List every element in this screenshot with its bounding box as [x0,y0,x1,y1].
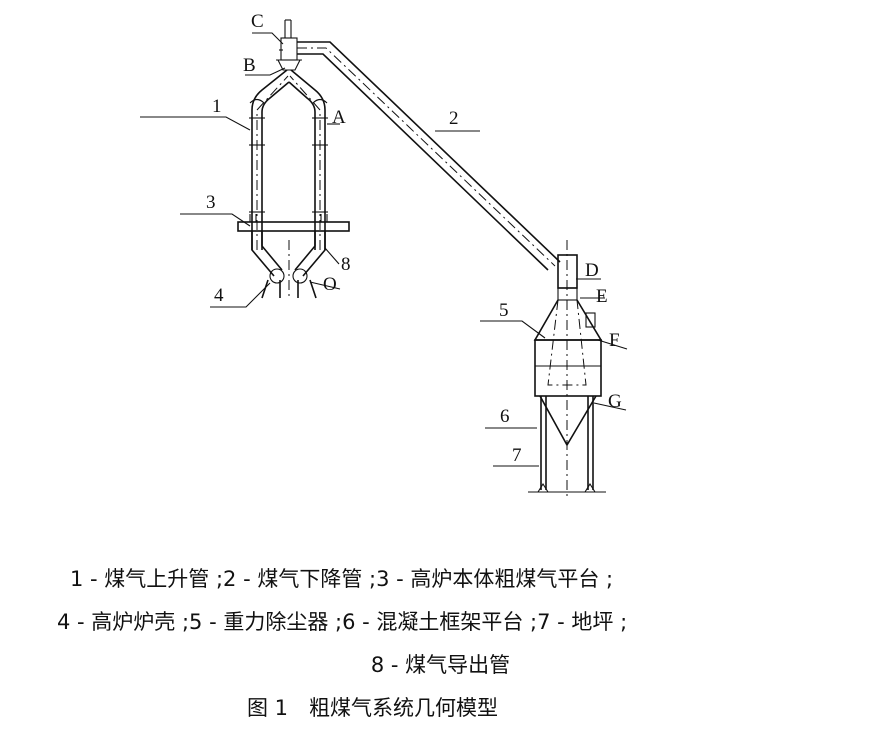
leader-lines [140,32,628,467]
uptake-pipe-left-inner [261,81,290,250]
label-5: 5 [499,300,509,321]
uptake-centerline-right [289,75,321,250]
label-4: 4 [214,285,224,306]
downcomer-pipe-upper [297,41,561,263]
label-G: G [608,391,622,412]
ground [528,482,606,493]
label-1: 1 [212,96,222,117]
platform-supports [249,214,328,222]
furnace-platform [237,221,350,232]
offtake-pipe-right [294,231,326,277]
offtake-joint-left [269,268,285,284]
dust-catcher [533,240,603,500]
label-7: 7 [512,445,522,466]
uptake-pipe-right-inner [288,81,316,250]
figure-caption: 图 1 粗煤气系统几何模型 [247,696,499,720]
offtake-joint-right [292,268,308,284]
label-6: 6 [500,406,510,427]
label-2: 2 [449,108,459,129]
uptake-centerline-left [256,75,289,250]
downcomer-pipe-lower [297,53,549,271]
uptake-flanges [249,98,328,213]
label-E: E [596,286,608,307]
concrete-frame [540,396,594,490]
label-A: A [332,107,346,128]
top-junction [276,19,302,71]
offtake-pipe-left [251,231,283,277]
label-8: 8 [341,254,351,275]
label-F: F [609,330,620,351]
legend-line-2: 4 - 高炉炉壳 ;5 - 重力除尘器 ;6 - 混凝土框架平台 ;7 - 地坪… [57,610,628,634]
label-O: O [323,274,337,295]
label-B: B [243,55,256,76]
downcomer-centerline [297,47,556,267]
label-D: D [585,260,599,281]
furnace-shell [261,279,317,299]
label-C: C [251,11,264,32]
legend-line-1: 1 - 煤气上升管 ;2 - 煤气下降管 ;3 - 高炉本体粗煤气平台 ; [70,567,614,591]
legend-line-3: 8 - 煤气导出管 [370,653,511,677]
uptake-pipe-right-outer [290,69,326,250]
label-3: 3 [206,192,216,213]
coal-gas-system-diagram: 1 2 3 4 5 6 7 8 A B C D E F G O [140,11,628,500]
uptake-pipe-left-outer [251,69,288,250]
